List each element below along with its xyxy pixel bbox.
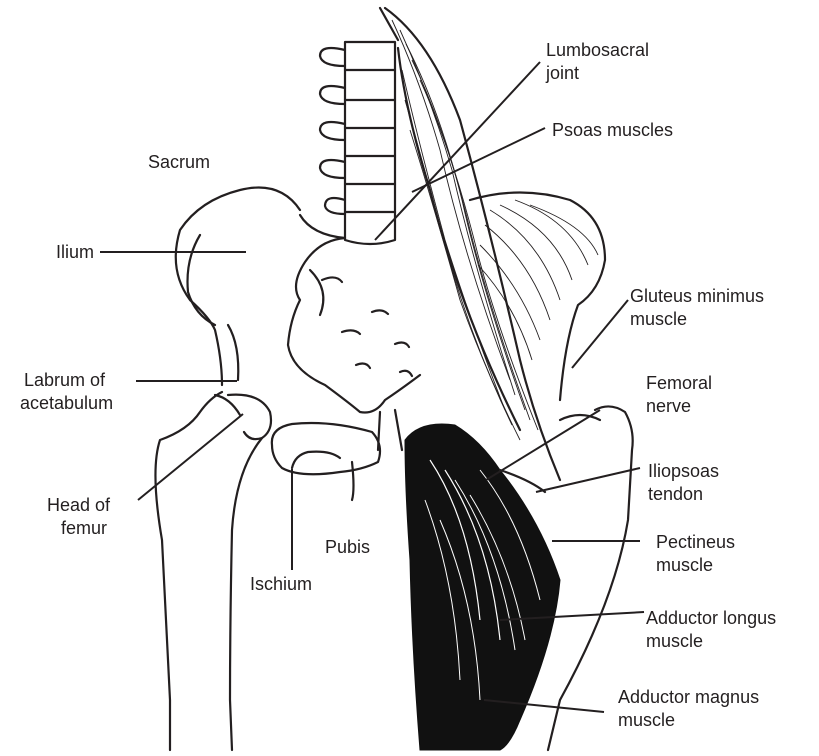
label-head-of-femur-line2: femur bbox=[47, 517, 110, 540]
label-pectineus-line2: muscle bbox=[656, 554, 735, 577]
label-adductor-longus-line2: muscle bbox=[646, 630, 776, 653]
label-ischium: Ischium bbox=[250, 573, 312, 596]
psoas-muscle bbox=[385, 8, 560, 480]
label-ilium: Ilium bbox=[56, 241, 94, 264]
lumbar-spine bbox=[320, 8, 398, 244]
label-lumbosacral-joint: Lumbosacral joint bbox=[546, 39, 649, 85]
label-gluteus-minimus-line1: Gluteus minimus bbox=[630, 285, 764, 308]
label-adductor-magnus: Adductor magnus muscle bbox=[618, 686, 759, 732]
pelvis bbox=[176, 188, 420, 451]
label-iliopsoas-tendon: Iliopsoas tendon bbox=[648, 460, 719, 506]
label-adductor-magnus-line2: muscle bbox=[618, 709, 759, 732]
label-pubis: Pubis bbox=[325, 536, 370, 559]
label-lumbosacral-joint-line2: joint bbox=[546, 62, 649, 85]
label-pectineus-line1: Pectineus bbox=[656, 531, 735, 554]
label-adductor-longus: Adductor longus muscle bbox=[646, 607, 776, 653]
label-labrum-line2: acetabulum bbox=[20, 392, 113, 415]
label-sacrum: Sacrum bbox=[148, 151, 210, 174]
obturator-ring bbox=[272, 423, 380, 500]
label-iliopsoas-tendon-line1: Iliopsoas bbox=[648, 460, 719, 483]
label-femoral-nerve-line2: nerve bbox=[646, 395, 712, 418]
label-gluteus-minimus: Gluteus minimus muscle bbox=[630, 285, 764, 331]
label-femoral-nerve: Femoral nerve bbox=[646, 372, 712, 418]
label-labrum-line1: Labrum of bbox=[20, 369, 113, 392]
label-adductor-longus-line1: Adductor longus bbox=[646, 607, 776, 630]
label-femoral-nerve-line1: Femoral bbox=[646, 372, 712, 395]
label-lumbosacral-joint-line1: Lumbosacral bbox=[546, 39, 649, 62]
label-adductor-magnus-line1: Adductor magnus bbox=[618, 686, 759, 709]
label-head-of-femur-line1: Head of bbox=[47, 494, 110, 517]
label-labrum-of-acetabulum: Labrum of acetabulum bbox=[20, 369, 113, 415]
label-pectineus: Pectineus muscle bbox=[656, 531, 735, 577]
label-iliopsoas-tendon-line2: tendon bbox=[648, 483, 719, 506]
label-head-of-femur: Head of femur bbox=[47, 494, 110, 540]
label-psoas-muscles: Psoas muscles bbox=[552, 119, 673, 142]
femur bbox=[155, 392, 271, 750]
adductor-muscles bbox=[405, 424, 560, 750]
label-gluteus-minimus-line2: muscle bbox=[630, 308, 764, 331]
